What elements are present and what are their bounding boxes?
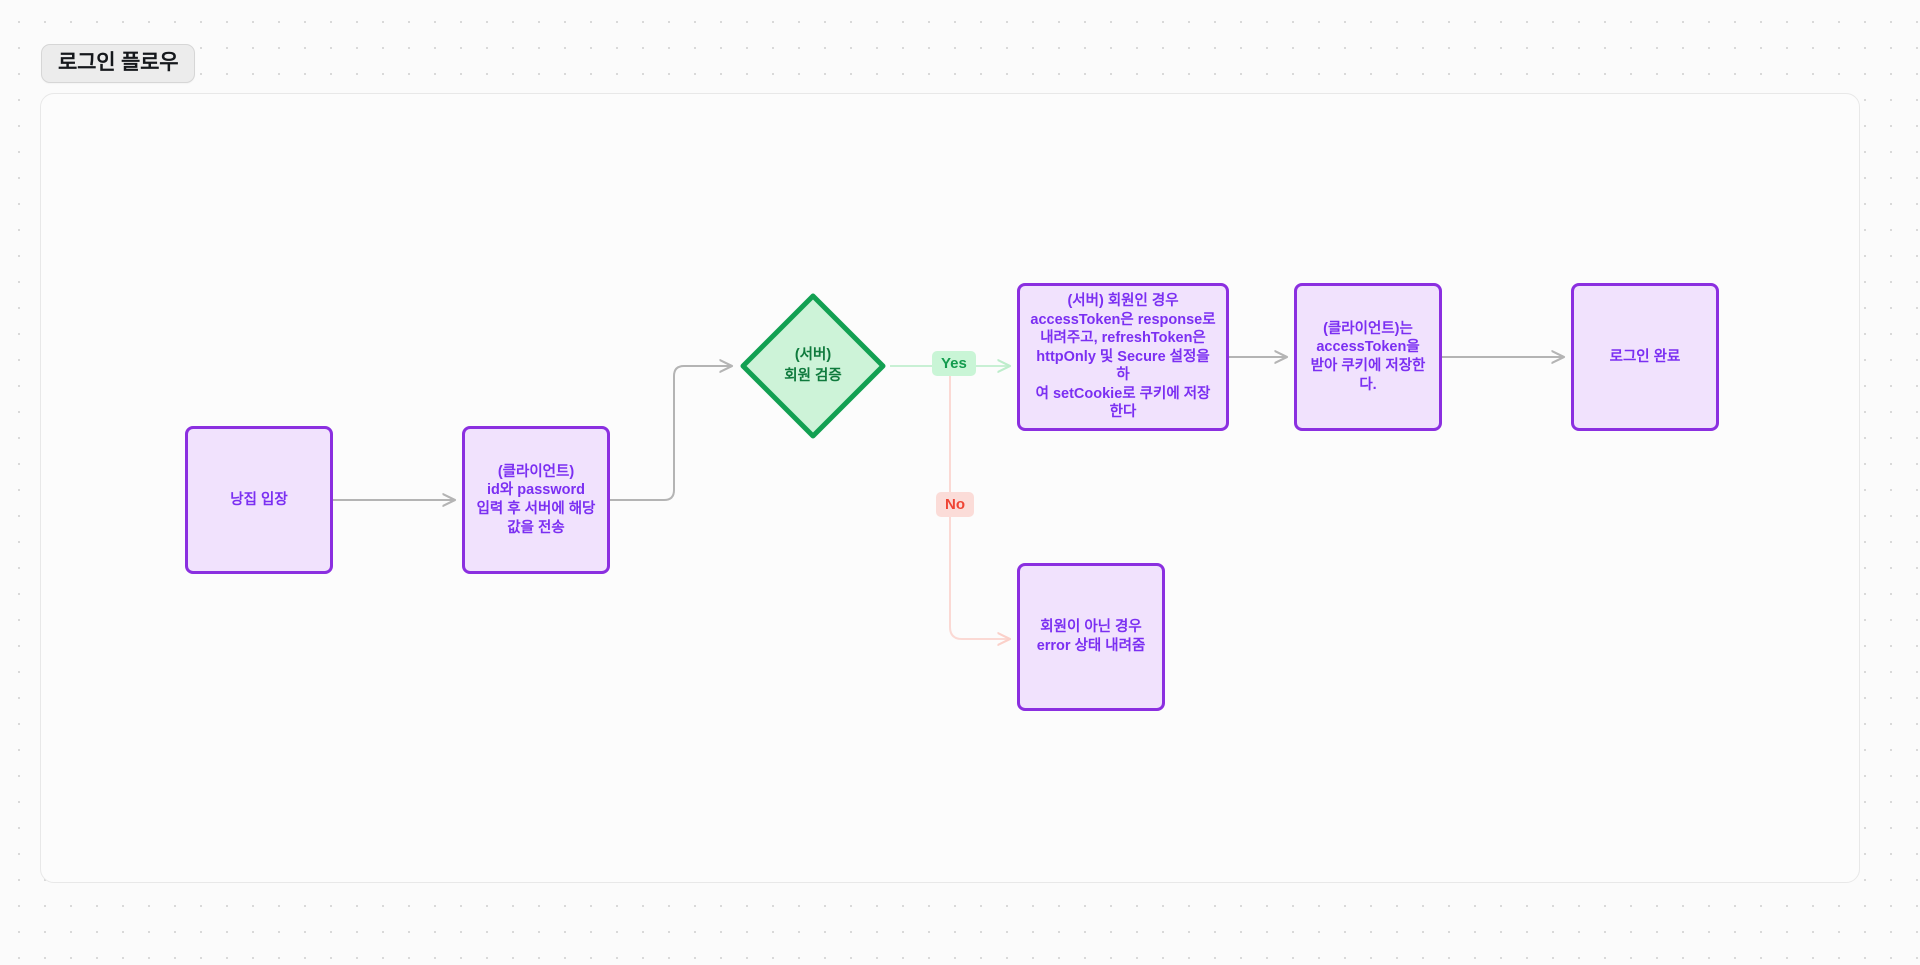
node-done[interactable]: 로그인 완료 bbox=[1571, 283, 1719, 431]
node-entry[interactable]: 낭집 입장 bbox=[185, 426, 333, 574]
diagram-title-badge: 로그인 플로우 bbox=[41, 44, 196, 83]
edge-label-no[interactable]: No bbox=[936, 492, 974, 517]
node-decision[interactable]: (서버)회원 검증 bbox=[739, 292, 887, 440]
node-decision-label: (서버)회원 검증 bbox=[784, 346, 842, 384]
edge-label-yes[interactable]: Yes bbox=[932, 351, 976, 376]
node-entry-label: 낭집 입장 bbox=[230, 491, 288, 508]
diamond-shape-icon bbox=[740, 293, 886, 439]
node-done-label: 로그인 완료 bbox=[1609, 348, 1681, 365]
